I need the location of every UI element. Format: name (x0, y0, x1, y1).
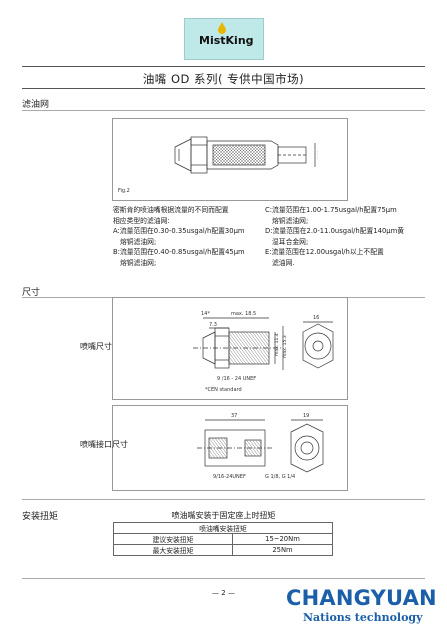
figure-label: Fig.2 (118, 188, 130, 194)
brand-tagline: Nations technology (303, 611, 423, 624)
filter-text-line: A:流量范围在0.30-0.35usgal/h配置30μm (113, 227, 245, 235)
logo: MistKing (184, 18, 264, 60)
filter-text-line: B:流量范围在0.40-0.85usgal/h配置45μm (113, 248, 245, 256)
table-cell-label: 建议安装扭矩 (113, 533, 233, 545)
adapter-dimension-figure: 37 19 9/16-24UNEF G 1/8, G 1/4 (112, 405, 348, 491)
title-bottom-rule (22, 88, 425, 89)
section-rule (22, 499, 425, 500)
dim-label: max. 18.5 (231, 311, 256, 317)
torque-caption: 喷油嘴安装于固定座上时扭矩 (171, 511, 276, 520)
table-row: 最大安装扭矩 25Nm (113, 544, 333, 556)
thread-label: 9/16-24UNEF (213, 474, 246, 480)
table-row: 建议安装扭矩 15~20Nm (113, 533, 333, 545)
thread-label: 9 /16 - 24 UNEF (217, 376, 256, 382)
dim-label: max. 11.4 (274, 333, 280, 356)
torque-table: 喷油嘴安装扭矩 建议安装扭矩 15~20Nm 最大安装扭矩 25Nm (113, 522, 333, 556)
filter-text-line: E:流量范围在12.00usgal/h以上不配置 (265, 248, 384, 256)
dim-label: 14* (201, 311, 210, 317)
dim-label: max. 15.3 (282, 335, 288, 358)
nozzle-dimension-label: 喷嘴尺寸 (80, 342, 112, 351)
filter-text-line: 熔铜滤油网; (272, 216, 309, 225)
table-cell-label: 最大安装扭矩 (113, 544, 233, 556)
page-number: — 2 — (212, 589, 235, 597)
filter-text-line: C:流量范围在1.00-1.75usgal/h配置75μm (265, 206, 397, 214)
table-header: 喷油嘴安装扭矩 (113, 522, 333, 534)
dim-label: 7.3 (209, 322, 217, 328)
nozzle-dimension-figure: 14* max. 18.5 7.3 16 max. 11.4 max. 15.3… (112, 297, 348, 400)
dim-label: 19 (303, 413, 309, 419)
table-row: 喷油嘴安装扭矩 (113, 522, 333, 534)
filter-text-line: 相应类型的滤油网: (113, 216, 170, 225)
filter-text-line: 密斯肯的喷油嘴根据流量的不同而配置 (113, 206, 229, 214)
dim-label: 37 (231, 413, 237, 419)
section-heading-filter: 滤油网 (22, 100, 50, 110)
brand-name: CHANGYUAN (286, 586, 437, 610)
adapter-dimension-drawing: 37 19 9/16-24UNEF G 1/8, G 1/4 (197, 413, 324, 480)
adapter-dimension-label: 喷嘴接口尺寸 (80, 440, 128, 449)
filter-text-line: 熔铜滤油网; (120, 258, 157, 267)
table-cell-value: 25Nm (232, 544, 333, 556)
page-title: 油嘴 OD 系列( 专供中国市场) (142, 72, 305, 86)
thread-label: G 1/8, G 1/4 (265, 474, 295, 480)
filter-text-line: 滤油网. (272, 258, 295, 267)
nozzle-filter-drawing: · · · · Fig.2 (118, 136, 320, 194)
filter-right-column: C:流量范围在1.00-1.75usgal/h配置75μm 熔铜滤油网; D:流… (265, 205, 425, 268)
section-heading-torque: 安装扭矩 (22, 512, 59, 522)
footer-rule (22, 578, 425, 579)
section-rule (22, 110, 425, 111)
filter-text-line: 熔铜滤油网; (120, 237, 157, 246)
table-cell-value: 15~20Nm (232, 533, 333, 545)
filter-text-line: D:流量范围在2.0-11.0usgal/h配置140μm黄 (265, 227, 405, 235)
filter-text-line: 湿耳合金网; (272, 237, 309, 246)
nozzle-dimension-drawing: 14* max. 18.5 7.3 16 max. 11.4 max. 15.3… (193, 311, 334, 393)
cen-note: *CEN standard (205, 387, 242, 393)
oil-drop-icon (218, 22, 226, 34)
filter-left-column: 密斯肯的喷油嘴根据流量的不同而配置 相应类型的滤油网: A:流量范围在0.30-… (113, 205, 263, 268)
filter-figure: · · · · Fig.2 (112, 118, 348, 201)
logo-text: MistKing (199, 34, 254, 47)
svg-text:· · · ·: · · · · (316, 151, 320, 159)
title-top-rule (22, 66, 425, 67)
dim-label: 16 (313, 315, 319, 321)
section-heading-dimensions: 尺寸 (22, 288, 41, 298)
